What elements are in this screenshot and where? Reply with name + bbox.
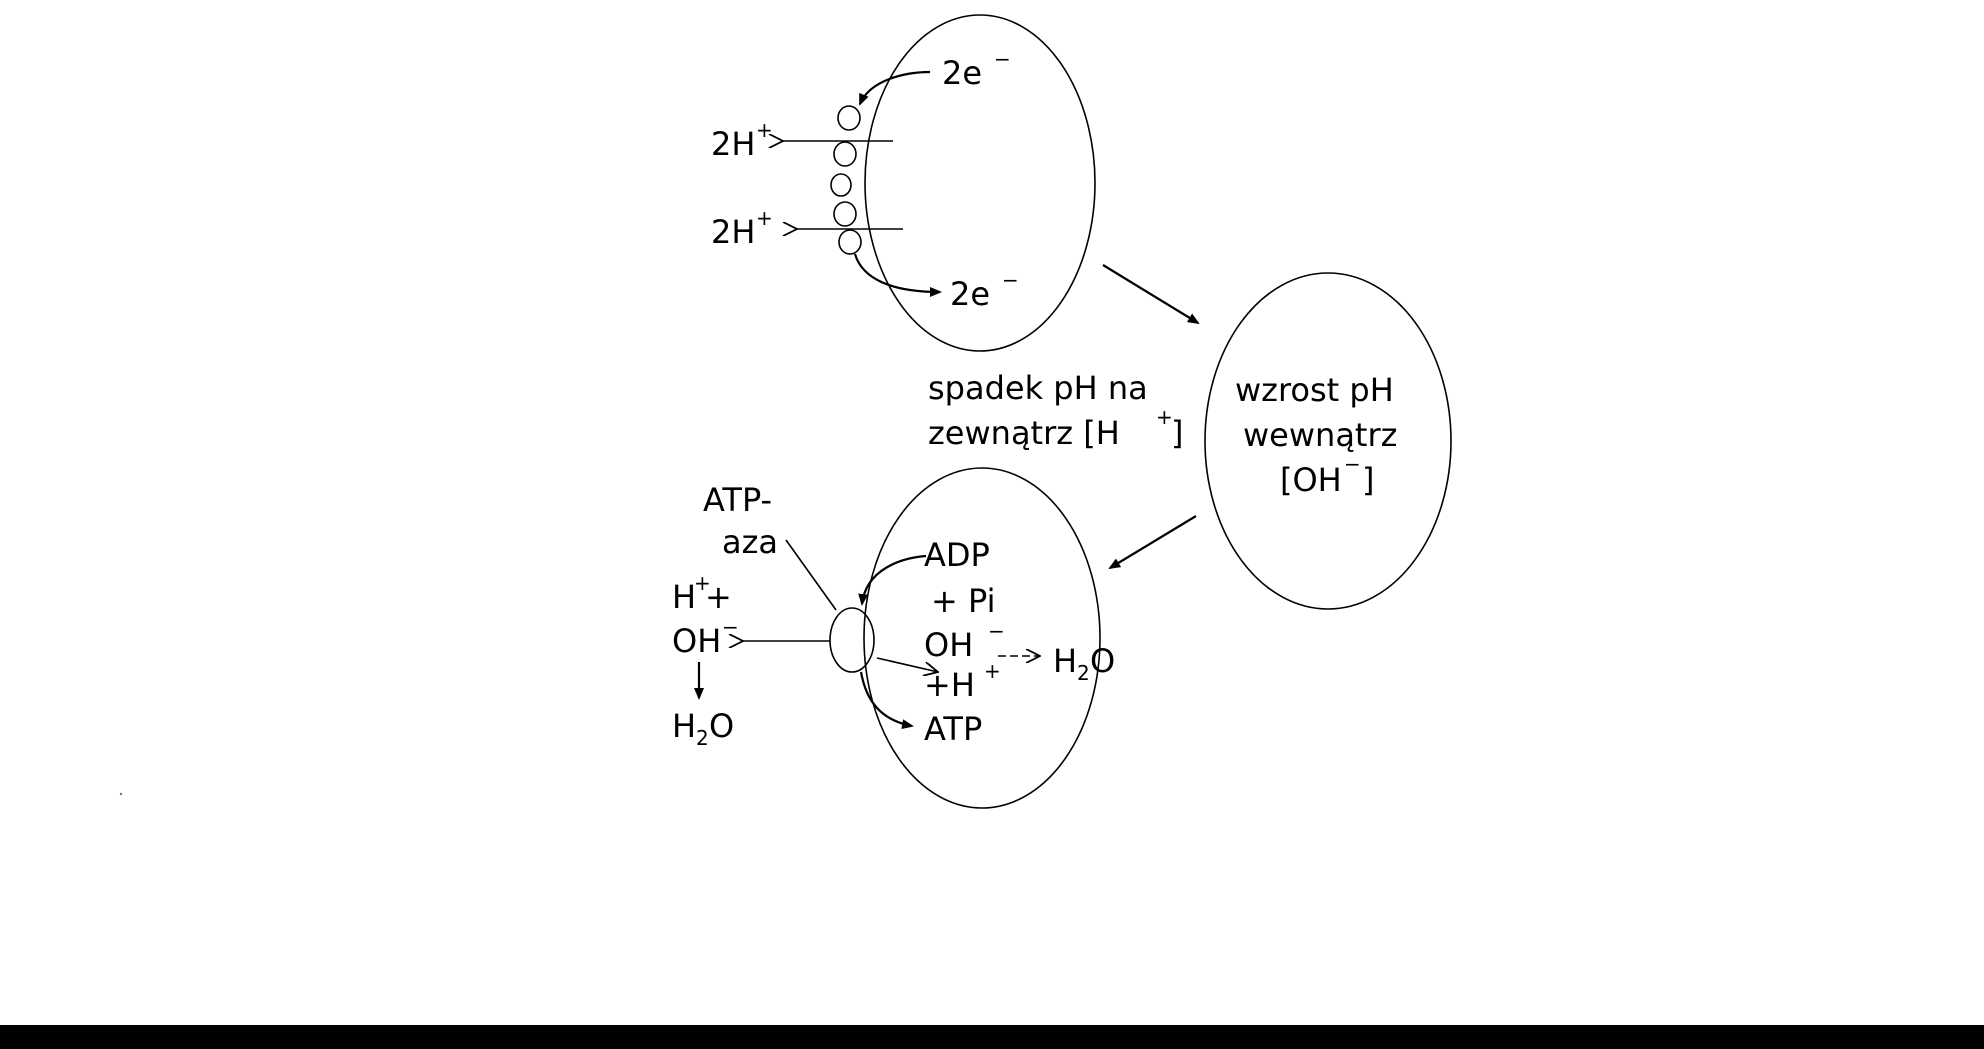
outside-ph-line2-charge: + — [1156, 405, 1173, 429]
electron-carrier-chain — [830, 105, 862, 255]
left-h-label: H — [672, 578, 696, 616]
inside-h-label: +H — [924, 666, 975, 704]
pi-label: + Pi — [931, 582, 995, 620]
inside-oh-label: OH — [924, 626, 973, 664]
outside-reaction: H + + OH − H 2 O — [672, 571, 739, 750]
left-oh-charge: − — [722, 615, 739, 639]
bottom-scan-bar — [0, 1025, 1984, 1049]
transition-arrow-down-left — [1108, 515, 1197, 570]
outside-ph-note: spadek pH na zewnątrz [H + ] — [928, 369, 1183, 452]
atpase-label-line2: aza — [722, 523, 778, 561]
outside-ph-line2: zewnątrz [H — [928, 414, 1120, 452]
electron-top-charge: − — [994, 47, 1011, 71]
inside-ph-line3: [OH — [1280, 461, 1342, 499]
proton-upper-charge: + — [756, 118, 773, 142]
atp-label: ATP — [924, 710, 982, 748]
left-water-end: O — [709, 707, 734, 745]
inside-ph-line3-end: ] — [1362, 461, 1374, 499]
inside-proton-arrow — [876, 657, 938, 672]
outside-ph-line2-end: ] — [1171, 414, 1183, 452]
atpase-pointer-line — [785, 539, 837, 611]
top-membrane-ellipse — [864, 14, 1096, 352]
inside-oh-charge: − — [988, 619, 1005, 643]
inside-water-sub: 2 — [1077, 661, 1090, 685]
atpase-label-line1: ATP- — [703, 481, 772, 519]
bottom-membrane-ellipse — [863, 467, 1101, 809]
scan-speck — [119, 792, 123, 796]
electron-top-label: 2e — [942, 54, 982, 92]
outside-ph-line1: spadek pH na — [928, 369, 1148, 407]
carrier-circle-3 — [830, 173, 852, 197]
inside-h-charge: + — [984, 659, 1001, 683]
proton-lower-charge: + — [756, 206, 773, 230]
inside-water-label: H — [1053, 642, 1077, 680]
left-water-sub: 2 — [696, 726, 709, 750]
proton-lower-label: 2H — [711, 213, 755, 251]
inside-compartment-ellipse — [1204, 272, 1452, 610]
carrier-circle-4 — [833, 201, 857, 227]
inside-ph-line3-charge: − — [1344, 452, 1361, 476]
left-water-label: H — [672, 707, 696, 745]
proton-upper-label: 2H — [711, 125, 755, 163]
carrier-circle-2 — [833, 141, 857, 167]
transition-arrow-down-right — [1102, 264, 1200, 325]
inside-compartment: wzrost pH wewnątrz [OH − ] — [1204, 272, 1452, 610]
electron-bottom-charge: − — [1002, 268, 1019, 292]
adp-in-arrow — [858, 554, 927, 606]
carrier-circle-5 — [838, 229, 862, 255]
inside-water-end: O — [1090, 642, 1115, 680]
bottom-vesicle: ATP- aza ADP + Pi OH − +H + ATP H 2 O — [703, 467, 1115, 809]
electron-out-arrow — [853, 253, 942, 297]
electron-in-arrow — [858, 70, 931, 106]
left-h-charge: + — [694, 571, 711, 595]
inside-ph-line1: wzrost pH — [1235, 371, 1394, 409]
adp-label: ADP — [924, 536, 990, 574]
left-oh-label: OH — [672, 622, 721, 660]
carrier-circle-1 — [837, 105, 861, 131]
electron-bottom-label: 2e — [950, 275, 990, 313]
left-plus: + — [705, 578, 732, 616]
atp-out-arrow — [859, 671, 914, 730]
atp-synthase-ellipse — [829, 607, 875, 673]
inside-ph-line2: wewnątrz — [1243, 416, 1397, 454]
top-vesicle: 2e − 2H + 2H + 2e − — [711, 14, 1096, 352]
